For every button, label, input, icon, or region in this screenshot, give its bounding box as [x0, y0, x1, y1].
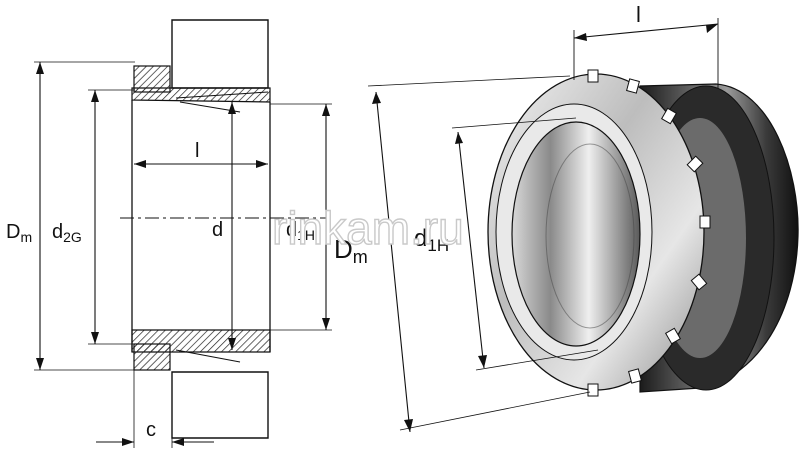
label-d1h-left: d1H	[286, 219, 315, 243]
label-dm-right: Dm	[334, 234, 368, 267]
nut-hatch-top	[133, 65, 171, 93]
nut-slots	[587, 69, 711, 397]
label-d: d	[212, 219, 223, 241]
label-l-left: l	[195, 140, 199, 162]
label-c: c	[146, 419, 156, 441]
label-d1h-right: d1H	[414, 225, 449, 255]
label-d2g: d2G	[52, 221, 82, 245]
watermark: rinkam.ru	[272, 202, 464, 254]
label-dm-left: Dm	[6, 221, 32, 245]
section-view: Dm d2G d d1H l c	[6, 19, 332, 448]
label-l-right: l	[636, 2, 641, 27]
nut-hatch-bottom	[133, 343, 171, 371]
bore	[511, 121, 641, 347]
perspective-view: l Dm d1H	[334, 2, 799, 433]
